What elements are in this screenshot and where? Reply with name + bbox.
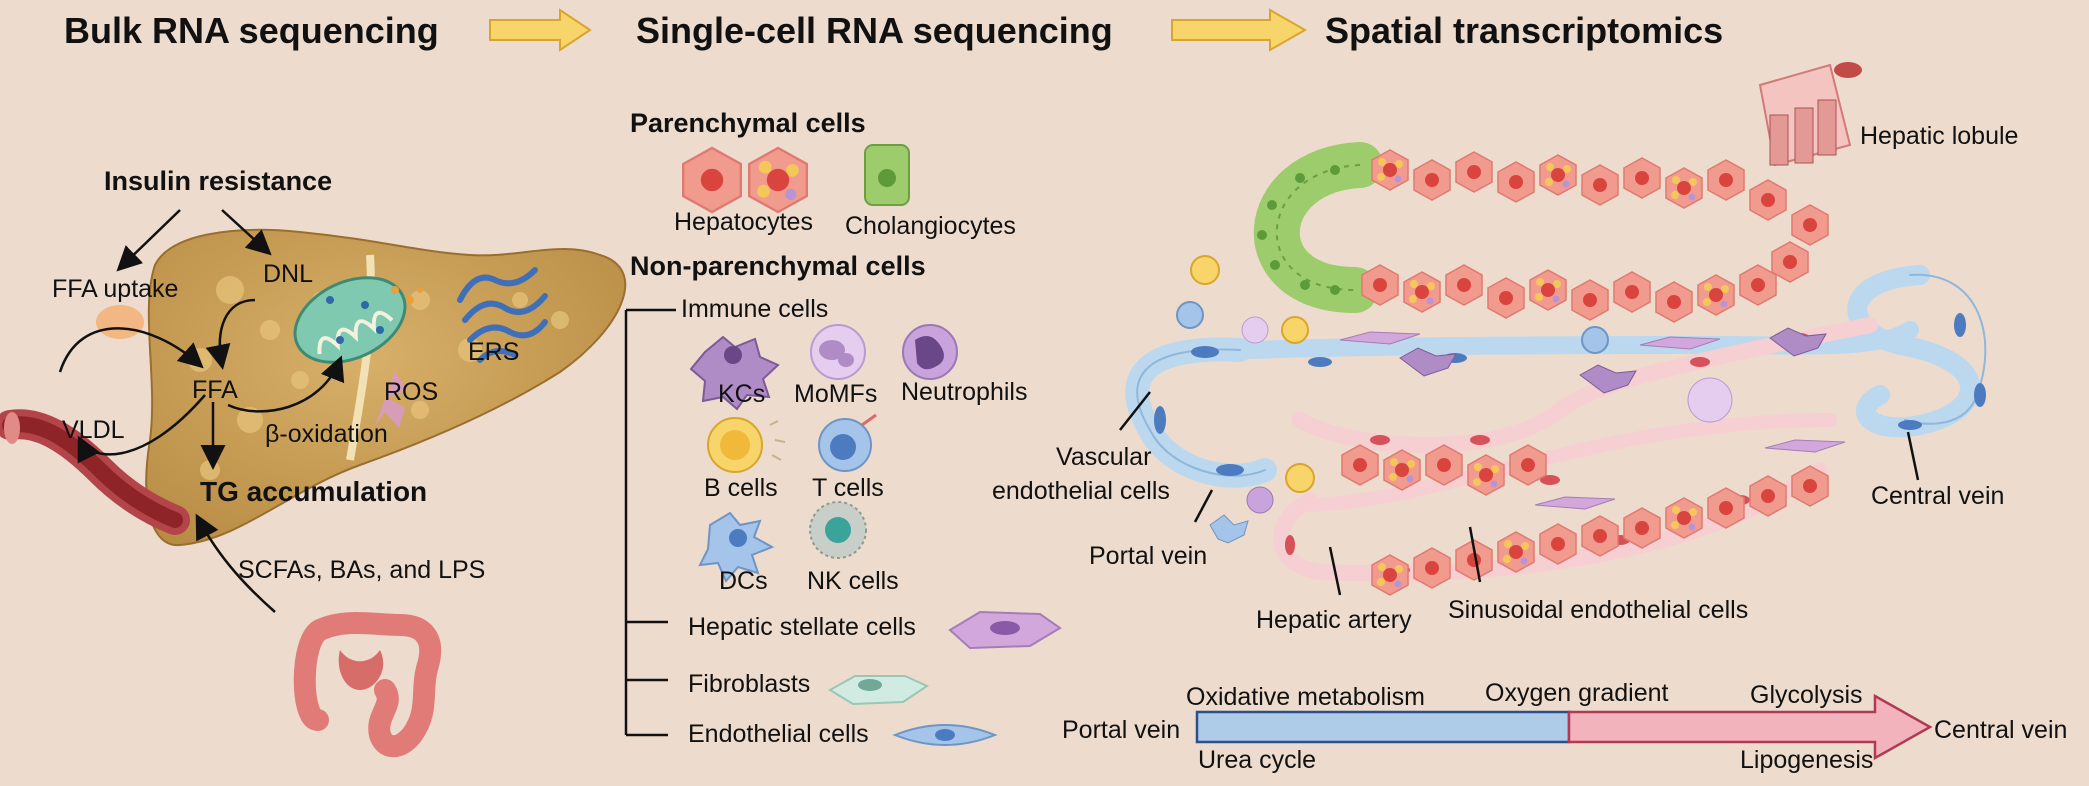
b-cell-icon — [707, 417, 786, 473]
neutrophil-icon — [902, 324, 958, 380]
ers-label: ERS — [468, 338, 520, 366]
oxidative-metabolism-label: Oxidative metabolism — [1186, 683, 1425, 711]
gradient-bar — [1195, 693, 1933, 761]
ros-label: ROS — [384, 378, 439, 406]
lipogenesis-label: Lipogenesis — [1740, 746, 1874, 774]
header-arrow-1 — [489, 8, 592, 52]
header-single-cell: Single-cell RNA sequencing — [636, 10, 1113, 51]
vessel-nuclei — [1154, 313, 1986, 476]
intestine-illustration — [293, 612, 442, 758]
header-spatial: Spatial transcriptomics — [1325, 10, 1724, 51]
tg-accumulation-label: TG accumulation — [200, 476, 428, 507]
ffa-uptake-label: FFA uptake — [52, 275, 179, 303]
lobule-pointer-lines — [1119, 391, 1920, 596]
hepatic-stellate-icon — [948, 610, 1062, 650]
endothelial-cell-icon — [892, 724, 998, 746]
insulin-resistance-label: Insulin resistance — [104, 166, 333, 196]
ffa-label: FFA — [192, 376, 238, 404]
beta-oxidation-label: β-oxidation — [265, 420, 388, 448]
nk-cell-icon — [809, 501, 867, 559]
hepatic-lobule-label: Hepatic lobule — [1860, 122, 2019, 150]
oxygen-gradient-label: Oxygen gradient — [1485, 679, 1669, 707]
hepatic-stellate-label: Hepatic stellate cells — [688, 613, 916, 641]
kcs-label: KCs — [718, 380, 766, 408]
hepatocytes-label: Hepatocytes — [674, 208, 813, 236]
fibroblast-icon — [828, 675, 930, 706]
momfs-label: MoMFs — [794, 380, 878, 408]
hepatocyte-icons — [682, 146, 808, 214]
hepatic-artery-label: Hepatic artery — [1256, 606, 1412, 634]
parenchymal-title: Parenchymal cells — [630, 108, 866, 138]
vascular-label-line1: Vascular — [1056, 443, 1152, 471]
t-cells-label: T cells — [812, 474, 884, 502]
sinusoidal-endothelial-label: Sinusoidal endothelial cells — [1448, 596, 1749, 624]
lobule-immune-cells — [1176, 255, 1846, 544]
left-pathway-arrows — [58, 209, 345, 613]
hepatocyte-row-2 — [1361, 264, 1777, 323]
vldl-label: VLDL — [62, 416, 125, 444]
immune-cells-label: Immune cells — [681, 295, 829, 323]
b-cells-label: B cells — [704, 474, 778, 502]
momf-icon — [810, 324, 866, 380]
cholangiocyte-tube — [1253, 142, 1383, 313]
endothelial-cells-label: Endothelial cells — [688, 720, 869, 748]
cholangiocyte-icon — [864, 144, 910, 206]
central-vein-label: Central vein — [1871, 482, 2005, 510]
t-cell-icon — [818, 413, 877, 472]
cholangiocytes-label: Cholangiocytes — [845, 212, 1016, 240]
dc-icon — [698, 511, 775, 583]
neutrophils-label: Neutrophils — [901, 378, 1028, 406]
dnl-label: DNL — [263, 260, 314, 288]
glycolysis-label: Glycolysis — [1750, 681, 1863, 709]
blood-vessel-illustration — [0, 409, 190, 535]
urea-cycle-label: Urea cycle — [1198, 746, 1317, 774]
hepatic-lobule-icon — [1758, 62, 1862, 167]
header-bulk-rna: Bulk RNA sequencing — [64, 10, 439, 51]
nk-cells-label: NK cells — [807, 567, 899, 595]
non-parenchymal-title: Non-parenchymal cells — [630, 251, 926, 281]
vascular-vessels — [1125, 265, 1987, 488]
liver-illustration — [96, 228, 627, 547]
gut-factors-label: SCFAs, BAs, and LPS — [238, 556, 486, 584]
dcs-label: DCs — [719, 567, 768, 595]
portal-vein-label: Portal vein — [1089, 542, 1208, 570]
hepatocyte-row-1 — [1371, 149, 1829, 283]
fibroblasts-label: Fibroblasts — [688, 670, 811, 698]
non-parenchymal-bracket — [624, 308, 676, 737]
gradient-central-vein: Central vein — [1934, 716, 2068, 744]
vascular-label-line2: endothelial cells — [992, 477, 1170, 505]
kc-icon — [689, 335, 780, 411]
gradient-portal-vein: Portal vein — [1062, 716, 1181, 744]
header-arrow-2 — [1171, 8, 1308, 52]
